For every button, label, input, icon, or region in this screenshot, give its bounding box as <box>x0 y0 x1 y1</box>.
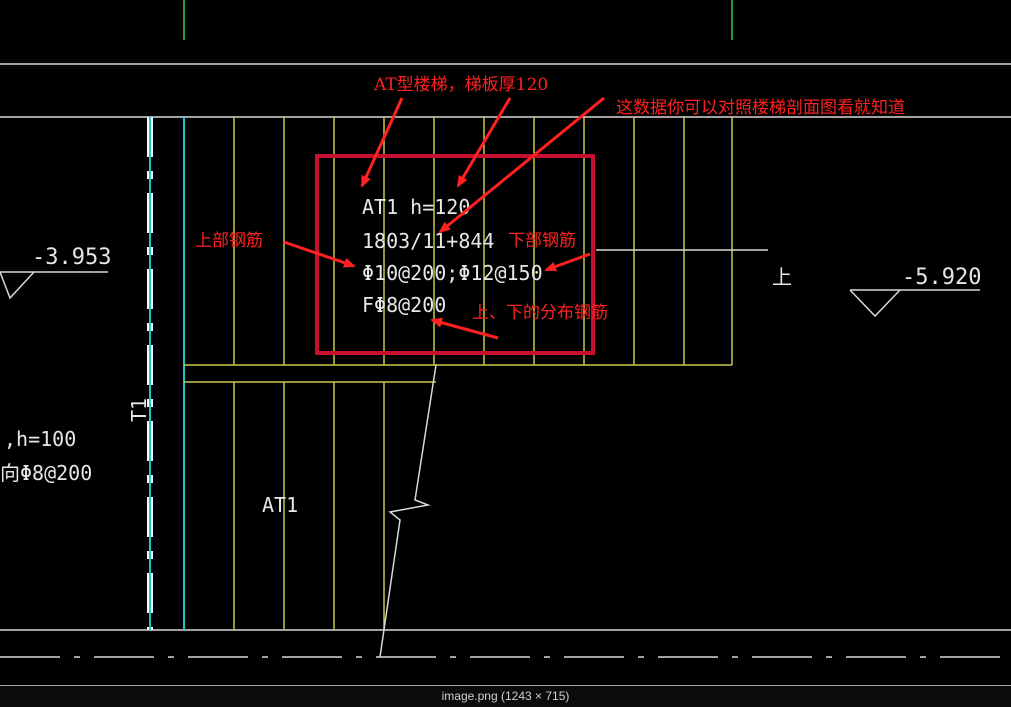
annotation-data-hint: 这数据你可以对照楼梯剖面图看就知道 <box>616 98 905 118</box>
annotation-top-rebar: 上部钢筋 <box>195 231 263 251</box>
column-lines <box>149 117 185 630</box>
annotation-distribution-rebar: 上、下的分布钢筋 <box>472 303 608 323</box>
elevation-right-label: -5.920 <box>902 265 981 290</box>
stair-code-line-1: AT1 h=120 <box>362 195 470 219</box>
elevation-left-label: -3.953 <box>32 245 111 270</box>
stair-code-line-3: Φ10@200;Φ12@150 <box>362 261 543 285</box>
highlight-box <box>315 154 595 355</box>
t1-label: T1 <box>127 398 151 422</box>
up-mark: 上 <box>772 265 792 289</box>
left-partial-line-1: ,h=100 <box>4 427 76 451</box>
elevation-marker-right <box>849 289 980 318</box>
stair-code-line-2: 1803/11+844 <box>362 229 494 253</box>
annotation-bottom-rebar: 下部钢筋 <box>508 231 576 251</box>
annotation-title: AT型楼梯，梯板厚120 <box>373 75 548 95</box>
green-lines <box>183 0 733 40</box>
break-line <box>379 364 437 658</box>
at1-lower-label: AT1 <box>262 493 298 517</box>
stair-code-line-4: FΦ8@200 <box>362 293 446 317</box>
lower-stair-steps <box>233 382 385 630</box>
upper-stair-steps <box>184 117 733 383</box>
left-partial-line-2: 向Φ8@200 <box>0 461 92 485</box>
image-caption: image.png (1243 × 715) <box>0 686 1011 707</box>
elevation-marker-left <box>0 271 108 300</box>
annotation-arrows <box>283 96 605 340</box>
